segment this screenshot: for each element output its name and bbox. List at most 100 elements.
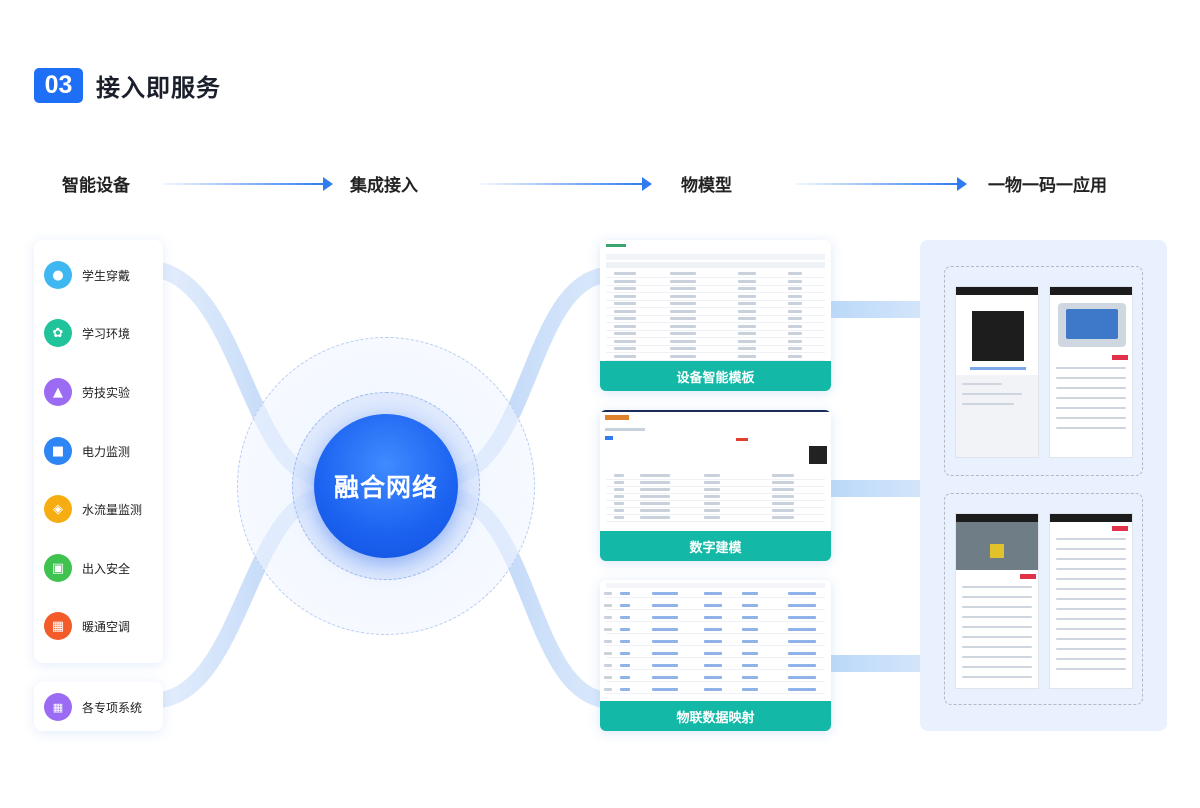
preview-cell — [652, 640, 678, 643]
preview-cell — [670, 354, 696, 358]
device-item-lab[interactable]: ▲ 劳技实验 — [44, 377, 130, 407]
preview-row-divider — [606, 344, 825, 346]
preview-cell — [670, 332, 696, 335]
preview-cell — [772, 516, 794, 519]
phone-camera-screen[interactable] — [955, 513, 1039, 689]
phone-qr-screen[interactable] — [955, 286, 1039, 458]
preview-cell — [604, 628, 612, 631]
preview-cell — [620, 676, 630, 679]
preview-cell — [614, 279, 636, 283]
preview-row-divider — [606, 299, 825, 301]
preview-row-divider — [606, 500, 825, 501]
preview-cell — [652, 592, 678, 595]
preview-cell — [614, 516, 624, 519]
device-label: 学习环境 — [82, 326, 131, 341]
preview-cell — [704, 652, 722, 655]
preview-badge — [736, 438, 748, 441]
preview-cell — [738, 287, 756, 290]
preview-row-divider — [606, 621, 825, 622]
preview-cell — [704, 488, 720, 491]
preview-cell — [788, 279, 802, 283]
preview-cell — [742, 652, 758, 655]
preview-cell — [738, 272, 756, 275]
preview-cell — [604, 592, 612, 595]
card-digital-modeling[interactable]: 数字建模 — [600, 410, 831, 561]
preview-cell — [738, 324, 756, 328]
preview-cell — [614, 339, 636, 343]
preview-cell — [742, 604, 758, 607]
flow-arrow-icon — [323, 177, 333, 191]
grid-apps-icon: ▦ — [44, 693, 72, 721]
preview-row-divider — [606, 693, 825, 694]
preview-cell — [652, 616, 678, 619]
device-item-water[interactable]: ◈ 水流量监测 — [44, 494, 142, 524]
preview-cell — [788, 294, 802, 298]
preview-cell — [620, 652, 630, 655]
preview-cell — [652, 628, 678, 631]
device-item-specialized[interactable]: ▦ 各专项系统 — [44, 692, 142, 722]
preview-cell — [614, 488, 624, 491]
status-badge — [1112, 355, 1128, 360]
step-one-code-app: 一物一码一应用 — [988, 176, 1107, 196]
mapping-table-preview — [600, 580, 831, 701]
preview-cell — [772, 509, 794, 512]
phone-sensor-screen[interactable] — [1049, 286, 1133, 458]
preview-cell — [738, 279, 756, 283]
preview-cell — [670, 309, 696, 313]
camera-object — [990, 544, 1004, 558]
device-label: 暖通空调 — [82, 619, 131, 634]
app-group-device — [944, 266, 1143, 476]
preview-cell — [704, 481, 720, 484]
qr-code-icon — [809, 446, 827, 464]
preview-cell — [604, 616, 612, 619]
preview-cell — [620, 604, 630, 607]
preview-cell — [788, 324, 802, 328]
preview-cell — [620, 688, 630, 691]
preview-cell — [772, 474, 794, 477]
preview-table-header — [606, 262, 825, 268]
preview-row-divider — [606, 609, 825, 610]
device-item-power[interactable]: ■ 电力监测 — [44, 436, 130, 466]
preview-cell — [640, 474, 670, 477]
preview-cell — [614, 474, 624, 477]
connector-bar — [831, 655, 920, 672]
preview-cell — [788, 664, 816, 667]
section-header: 03 接入即服务 — [34, 66, 221, 104]
preview-row-divider — [606, 645, 825, 646]
device-item-hvac[interactable]: ▦ 暖通空调 — [44, 611, 130, 641]
preview-title — [605, 436, 613, 440]
card-iot-mapping[interactable]: 物联数据映射 — [600, 580, 831, 731]
preview-row-divider — [606, 597, 825, 598]
preview-cell — [704, 509, 720, 512]
device-item-wearable[interactable]: ● 学生穿戴 — [44, 260, 130, 290]
preview-cell — [738, 309, 756, 313]
preview-cell — [614, 324, 636, 328]
preview-cell — [738, 354, 756, 358]
device-item-environment[interactable]: ✿ 学习环境 — [44, 318, 130, 348]
phone-detail-screen[interactable] — [1049, 513, 1133, 689]
wearable-icon: ● — [44, 261, 72, 289]
preview-cell — [614, 481, 624, 484]
preview-cell — [788, 592, 816, 595]
section-title: 接入即服务 — [96, 73, 221, 102]
water-flow-icon: ◈ — [44, 495, 72, 523]
qr-caption — [970, 367, 1026, 370]
preview-cell — [604, 652, 612, 655]
connector-bar — [831, 301, 920, 318]
preview-table-header — [606, 583, 825, 588]
preview-cell — [614, 354, 636, 358]
preview-cell — [742, 640, 758, 643]
preview-cell — [614, 272, 636, 275]
preview-cell — [772, 502, 794, 505]
step-smart-device: 智能设备 — [62, 176, 130, 196]
other-system-panel: ▦ 各专项系统 — [34, 682, 163, 731]
preview-cell — [738, 317, 756, 320]
device-item-access[interactable]: ▣ 出入安全 — [44, 553, 130, 583]
step-integration: 集成接入 — [350, 176, 418, 196]
preview-cell — [738, 347, 756, 350]
card-device-template[interactable]: 设备智能模板 — [600, 240, 831, 391]
preview-cell — [620, 592, 630, 595]
preview-cell — [704, 676, 722, 679]
preview-row-divider — [606, 633, 825, 634]
preview-cell — [640, 495, 670, 498]
